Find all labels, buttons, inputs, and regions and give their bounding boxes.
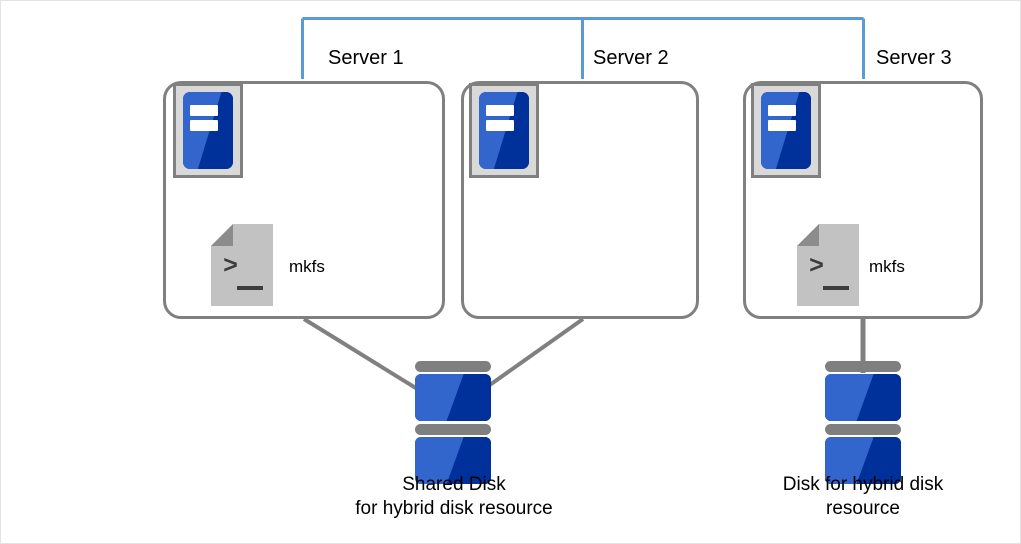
- disk-icon-platter-2: [415, 437, 491, 484]
- shared-disk-caption-line-2: for hybrid disk resource: [355, 497, 553, 519]
- script-icon-prompt: >: [223, 252, 239, 281]
- server-icon-bar-1: [190, 105, 218, 117]
- script-icon-fold: [797, 224, 819, 246]
- server-icon-bar-2: [486, 119, 514, 131]
- script-icon: >: [797, 224, 859, 306]
- server-1-box[interactable]: [163, 81, 445, 319]
- server3-disk-caption-line-1: Disk for hybrid disk: [782, 474, 944, 495]
- disk-icon: [825, 361, 901, 487]
- script-icon-cursor: [823, 286, 849, 290]
- disk-icon-cap-top: [415, 361, 491, 372]
- disk-icon-cap-top: [825, 361, 901, 372]
- server3-disk-caption-line-2: resource: [826, 497, 900, 519]
- script-icon-page: [797, 224, 859, 306]
- server-icon: [173, 83, 243, 178]
- server-icon: [469, 83, 539, 178]
- script-icon-prompt: >: [809, 252, 825, 281]
- disk-icon-cap-middle: [825, 424, 901, 435]
- shared-disk-caption: Shared Disk for hybrid disk resource: [313, 473, 595, 521]
- disk-icon-platter-1: [415, 374, 491, 421]
- server-1-script-label: mkfs: [289, 257, 325, 276]
- server-3-script-label: mkfs: [869, 257, 905, 276]
- disk-icon-platter-1: [825, 374, 901, 421]
- server-icon-bar-2: [190, 119, 218, 131]
- script-icon-cursor: [237, 286, 263, 290]
- server-icon-bar-2: [768, 119, 796, 131]
- server-1-label: Server 1: [328, 47, 404, 69]
- server-icon-body: [761, 92, 811, 169]
- server-icon: [751, 83, 821, 178]
- disk-icon: [415, 361, 491, 487]
- script-icon-page: [211, 224, 273, 306]
- server-icon-body: [479, 92, 529, 169]
- server3-disk-caption: Disk for hybrid disk resource: [743, 473, 983, 521]
- disk-icon-cap-middle: [415, 424, 491, 435]
- server-icon-bar-1: [486, 105, 514, 117]
- server-icon-body: [183, 92, 233, 169]
- server-2-label: Server 2: [593, 47, 669, 69]
- shared-disk-caption-line-1: Shared Disk: [402, 474, 506, 495]
- server-icon-bar-1: [768, 105, 796, 117]
- script-icon-fold: [211, 224, 233, 246]
- server-3-label: Server 3: [876, 47, 952, 69]
- disk-icon-platter-2: [825, 437, 901, 484]
- script-icon: >: [211, 224, 273, 306]
